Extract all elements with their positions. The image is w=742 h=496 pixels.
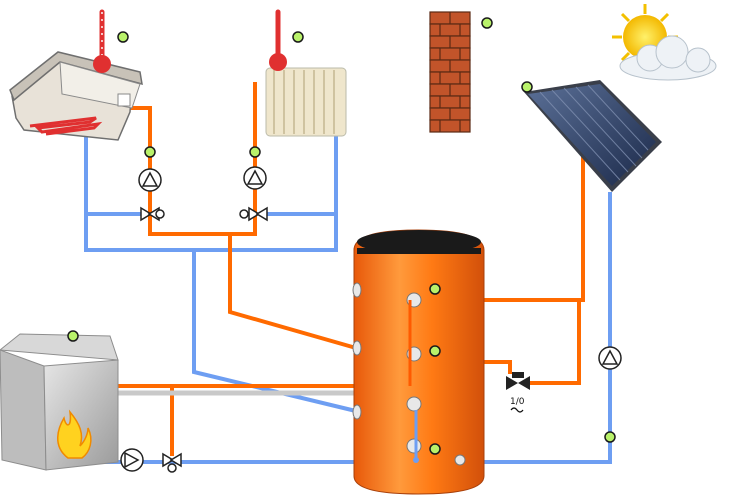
buffer-storage-tank: [352, 229, 485, 495]
solar-switching-valve-icon: 1/0: [506, 372, 530, 413]
main-supply-from-tank: [228, 234, 357, 350]
sensor-chimney: [481, 17, 493, 29]
solar-circuit-pump-icon: [598, 346, 622, 370]
valve-to-solar-pipe: [524, 300, 581, 385]
sensor-boiler: [67, 330, 79, 342]
switching-valve-label: 1/0: [510, 397, 525, 407]
radiator-mixing-valve-icon: [239, 206, 268, 222]
house-return-pipe: [84, 132, 194, 252]
sensor-house-supply: [144, 146, 156, 158]
radiator-icon: [265, 9, 347, 137]
temperature-sensors: [67, 17, 616, 455]
house-circuit-pump-icon: [138, 168, 162, 192]
house-underfloor-heating-icon: [9, 9, 143, 141]
sensor-tank-bottom: [429, 443, 441, 455]
brick-chimney-icon: [429, 11, 471, 133]
sensor-tank-top: [429, 283, 441, 295]
solar-flow-pipe: [482, 140, 585, 302]
solar-return-pipe: [470, 192, 612, 464]
solid-fuel-boiler-icon: [0, 333, 119, 471]
solar-collector-panel-icon: [524, 80, 662, 192]
sensor-radiator-supply: [249, 146, 261, 158]
boiler-circuit-pump-icon: [120, 448, 144, 472]
sensor-house: [117, 31, 129, 43]
house-mixing-valve-icon: [140, 206, 165, 222]
return-pipes: [84, 132, 612, 464]
sensor-solar-collector: [521, 81, 533, 93]
radiator-circuit-pump-icon: [243, 166, 267, 190]
sensor-solar-return: [604, 431, 616, 443]
radiator-return-pipe: [194, 132, 338, 252]
sensor-tank-middle: [429, 345, 441, 357]
boiler-mixing-valve-icon: [162, 452, 182, 473]
sensor-radiator: [292, 31, 304, 43]
main-return-to-tank: [192, 250, 361, 414]
tank-to-valve-pipe: [478, 360, 512, 374]
radiator-supply-pipe: [230, 82, 257, 236]
sun-with-cloud-icon: [612, 4, 717, 81]
